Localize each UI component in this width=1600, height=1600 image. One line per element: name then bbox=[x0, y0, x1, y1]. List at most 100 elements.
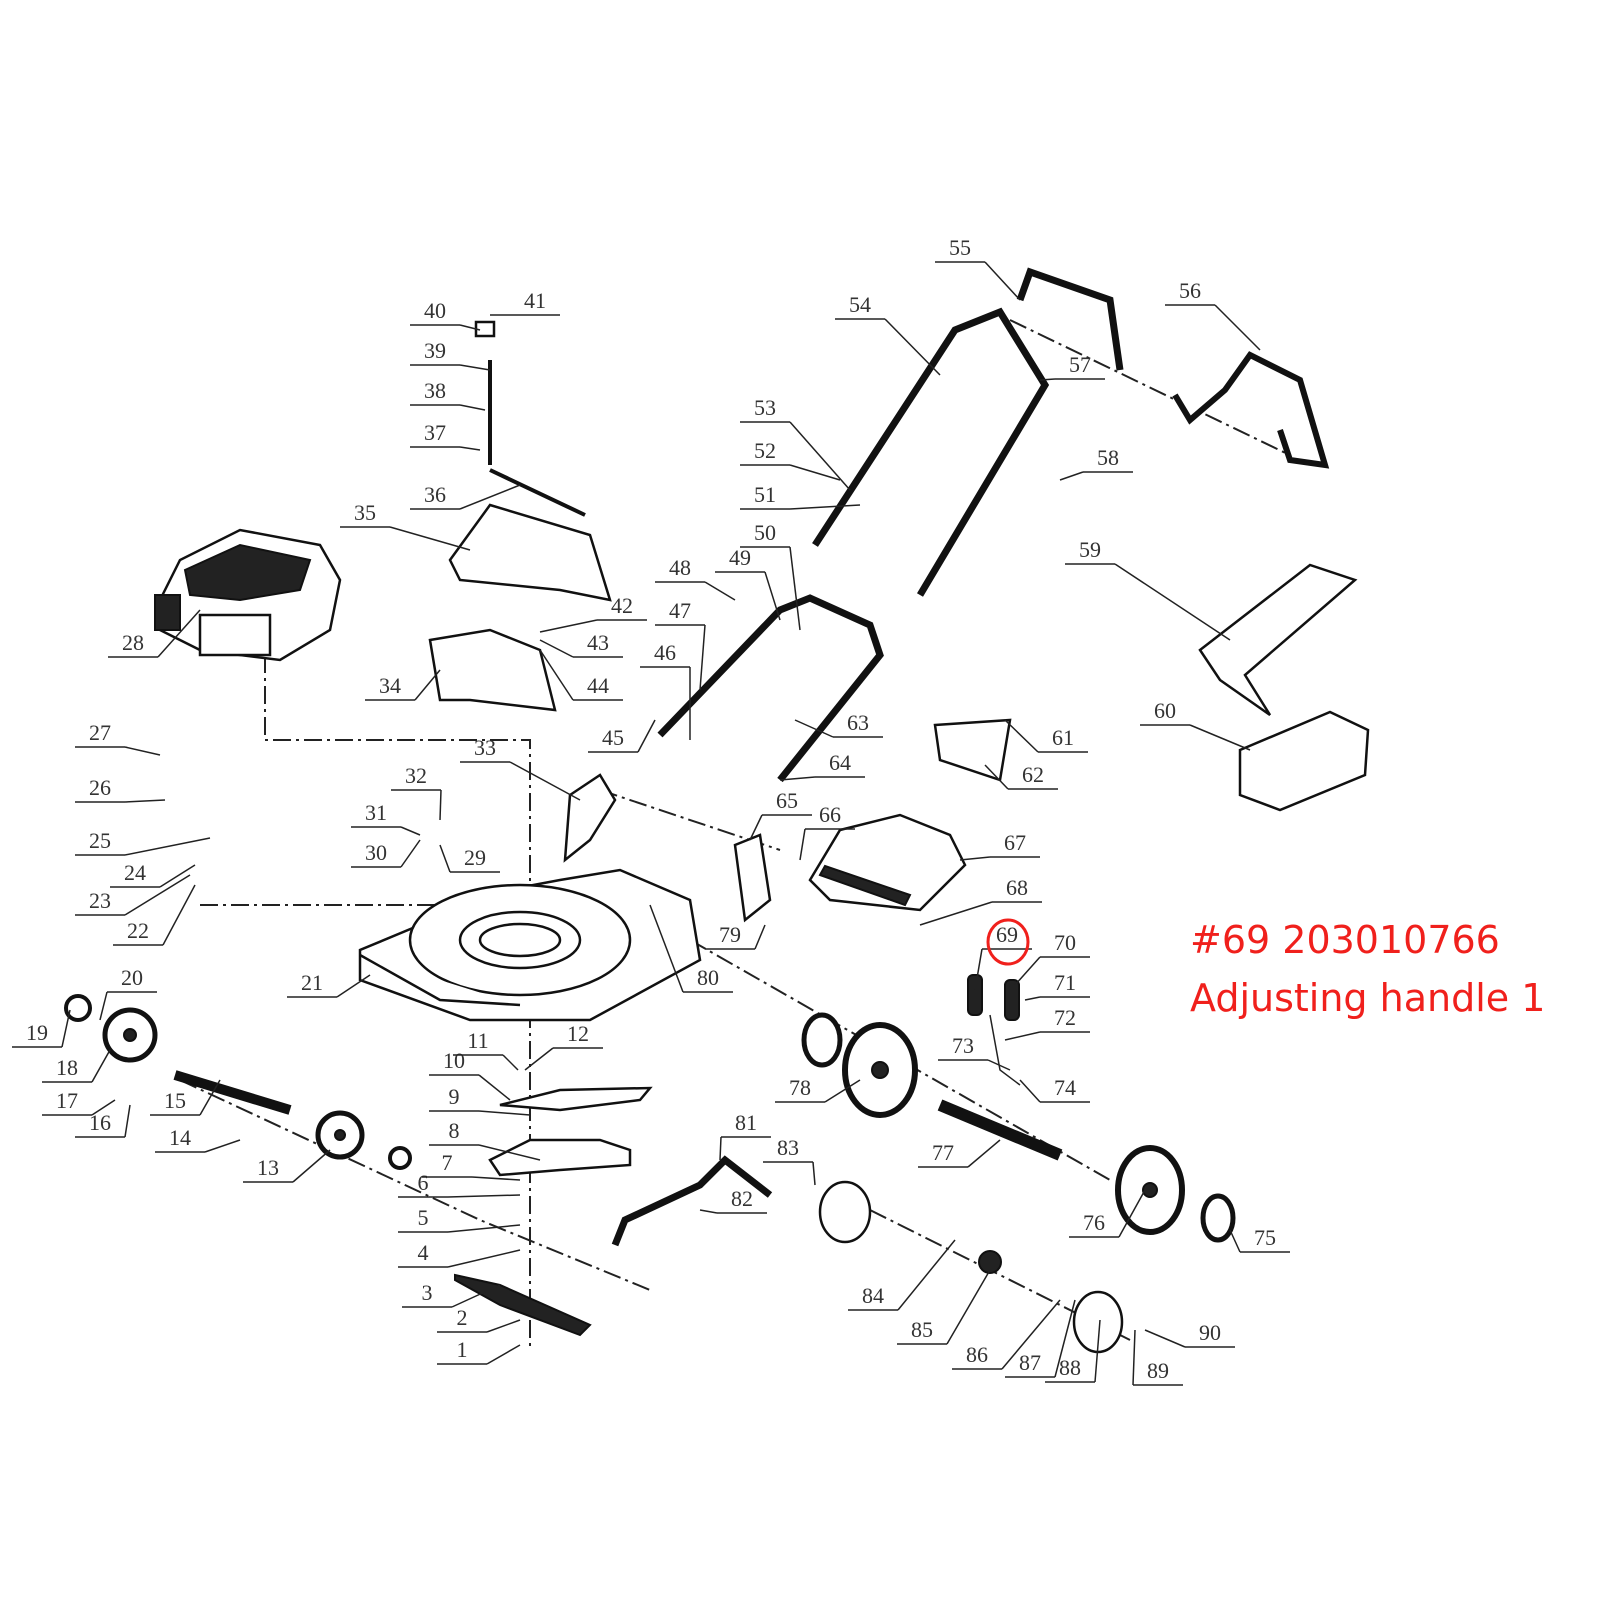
callout-36: 36 bbox=[410, 482, 521, 510]
callout-85: 85 bbox=[897, 1269, 991, 1345]
callout-leader-line bbox=[486, 1319, 521, 1333]
callout-leader-line bbox=[91, 1049, 111, 1083]
callout-number: 85 bbox=[911, 1317, 933, 1342]
callout-leader-line bbox=[509, 761, 581, 801]
callout-13: 13 bbox=[243, 1149, 331, 1183]
callout-56: 56 bbox=[1165, 278, 1261, 351]
callout-leader-line bbox=[1004, 719, 1039, 753]
callout-70: 70 bbox=[1014, 930, 1090, 986]
callout-leader-line bbox=[459, 404, 486, 411]
callout-number: 76 bbox=[1083, 1210, 1105, 1235]
callout-number: 1 bbox=[457, 1337, 468, 1362]
callout-number: 42 bbox=[611, 593, 633, 618]
callout-leader-line bbox=[789, 464, 841, 481]
callout-leader-line bbox=[699, 1209, 718, 1214]
callout-number: 5 bbox=[418, 1205, 429, 1230]
callout-11: 11 bbox=[453, 1028, 519, 1071]
callout-number: 41 bbox=[524, 288, 546, 313]
callout-leader-line bbox=[1019, 1079, 1041, 1103]
callout-leader-line bbox=[704, 581, 736, 601]
callout-leader-line bbox=[967, 1139, 1001, 1168]
callout-number: 84 bbox=[862, 1283, 884, 1308]
callout-leader-line bbox=[99, 991, 108, 1021]
callout-71: 71 bbox=[1024, 970, 1090, 1001]
callout-75: 75 bbox=[1229, 1225, 1290, 1253]
drive-housing bbox=[488, 1138, 632, 1177]
callout-79: 79 bbox=[705, 922, 766, 950]
callout-77: 77 bbox=[918, 1139, 1001, 1168]
callout-5: 5 bbox=[398, 1205, 521, 1233]
callout-leader-line bbox=[157, 609, 201, 658]
callout-leader-line bbox=[1024, 996, 1041, 1001]
callout-number: 46 bbox=[654, 640, 676, 665]
callout-47: 47 bbox=[655, 598, 706, 691]
callout-number: 2 bbox=[457, 1305, 468, 1330]
callout-83: 83 bbox=[763, 1135, 816, 1186]
callout-leader-line bbox=[794, 719, 834, 738]
callout-49: 49 bbox=[715, 545, 781, 621]
callout-76: 76 bbox=[1069, 1189, 1146, 1238]
callout-leader-line bbox=[1114, 563, 1231, 641]
callout-leader-line bbox=[539, 639, 574, 658]
mulch-plug bbox=[933, 718, 1012, 782]
wheels bbox=[64, 994, 1236, 1354]
callout-number: 12 bbox=[567, 1021, 589, 1046]
callout-leader-line bbox=[451, 1284, 501, 1308]
callout-number: 37 bbox=[424, 420, 446, 445]
callout-number: 67 bbox=[1004, 830, 1026, 855]
callout-number: 79 bbox=[719, 922, 741, 947]
callout-22: 22 bbox=[113, 884, 196, 946]
lower-handle bbox=[657, 594, 884, 783]
callout-number: 9 bbox=[449, 1084, 460, 1109]
callout-44: 44 bbox=[539, 649, 623, 701]
callout-number: 64 bbox=[829, 750, 851, 775]
callout-leader-line bbox=[124, 746, 161, 756]
callout-number: 54 bbox=[849, 292, 871, 317]
engine-cover bbox=[448, 503, 612, 602]
callout-leader-line bbox=[539, 619, 598, 633]
callout-78: 78 bbox=[775, 1075, 861, 1103]
callout-number: 17 bbox=[56, 1088, 78, 1113]
callout-number: 38 bbox=[424, 378, 446, 403]
callout-leader-line bbox=[400, 839, 421, 868]
callout-17: 17 bbox=[42, 1088, 116, 1116]
callout-number: 26 bbox=[89, 775, 111, 800]
callout-number: 15 bbox=[164, 1088, 186, 1113]
callout-number: 4 bbox=[418, 1240, 429, 1265]
callout-number: 74 bbox=[1054, 1075, 1076, 1100]
callout-number: 89 bbox=[1147, 1358, 1169, 1383]
callout-number: 48 bbox=[669, 555, 691, 580]
part-description-annotation: Adjusting handle 1 bbox=[1190, 976, 1546, 1020]
callout-number: 39 bbox=[424, 338, 446, 363]
callout-86: 86 bbox=[952, 1299, 1061, 1370]
callout-72: 72 bbox=[1004, 1005, 1090, 1041]
callout-leader-line bbox=[478, 1144, 541, 1161]
callout-number: 18 bbox=[56, 1055, 78, 1080]
callout-26: 26 bbox=[75, 775, 166, 803]
callout-number: 53 bbox=[754, 395, 776, 420]
rear-guard-grille bbox=[818, 864, 912, 907]
callout-leader-line bbox=[974, 948, 983, 991]
callout-leader-line bbox=[764, 571, 781, 621]
callout-leader-line bbox=[447, 1249, 521, 1268]
callout-leader-line bbox=[478, 1110, 531, 1116]
callout-67: 67 bbox=[959, 830, 1040, 861]
callout-leader-line bbox=[959, 856, 991, 861]
callout-number: 19 bbox=[26, 1020, 48, 1045]
callout-leader-line bbox=[799, 828, 806, 861]
callout-leader-line bbox=[471, 1176, 521, 1181]
callout-leader-line bbox=[1132, 1329, 1136, 1386]
callout-leader-line bbox=[1214, 304, 1261, 351]
callout-45: 45 bbox=[588, 719, 656, 753]
callout-51: 51 bbox=[740, 482, 861, 510]
callout-33: 33 bbox=[460, 735, 581, 801]
callout-84: 84 bbox=[848, 1239, 956, 1311]
callout-leader-line bbox=[478, 1074, 511, 1101]
callout-number: 21 bbox=[301, 970, 323, 995]
callout-number: 8 bbox=[449, 1118, 460, 1143]
callout-leader-line bbox=[459, 446, 481, 451]
callout-20: 20 bbox=[99, 965, 157, 1021]
callout-61: 61 bbox=[1004, 719, 1088, 753]
callout-leader-line bbox=[897, 1239, 956, 1311]
